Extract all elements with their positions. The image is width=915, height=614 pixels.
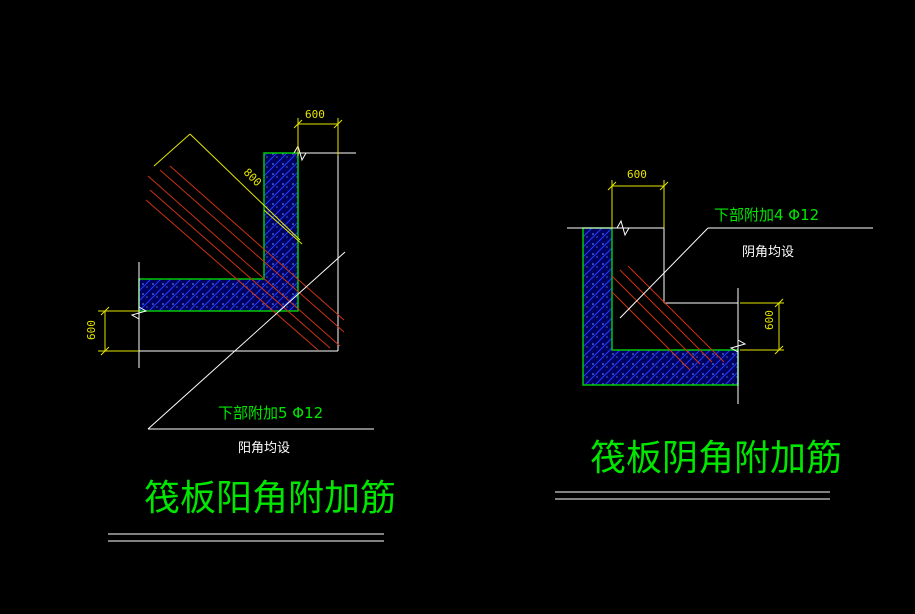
right-break-mark-right — [729, 339, 747, 353]
left-break-mark-left — [130, 306, 148, 320]
right-note-line2: 阴角均设 — [742, 245, 794, 260]
right-slab-section — [582, 227, 739, 386]
left-note-line2: 阳角均设 — [238, 441, 290, 456]
right-dim-right: 600 — [763, 310, 776, 330]
left-title-underline — [108, 533, 384, 542]
left-dim-left: 600 — [85, 320, 98, 340]
left-title: 筏板阳角附加筋 — [144, 478, 396, 519]
left-dim-top: 600 — [305, 108, 325, 121]
right-rebars — [611, 265, 725, 371]
left-break-mark-top — [293, 144, 307, 162]
left-rebars — [145, 165, 345, 351]
right-detail: 600 600 下部附加4 Φ12 阴角均设 筏板阴角附加筋 — [555, 168, 873, 500]
left-boundary-lines — [138, 152, 356, 368]
left-note-line1: 下部附加5 Φ12 — [218, 404, 323, 422]
left-dim-diagonal: 800 — [241, 166, 264, 189]
right-leader — [619, 227, 873, 319]
right-title: 筏板阴角附加筋 — [590, 438, 842, 479]
right-break-mark-top — [616, 219, 630, 237]
left-dimensions — [98, 118, 343, 356]
left-detail: 600 800 600 下部附加5 Φ12 阳角均设 筏板阳角附加筋 — [85, 108, 396, 542]
right-dim-top: 600 — [627, 168, 647, 181]
right-title-underline — [555, 491, 830, 500]
right-note-line1: 下部附加4 Φ12 — [714, 206, 819, 224]
right-dimensions — [607, 180, 784, 355]
left-leader — [147, 251, 374, 430]
